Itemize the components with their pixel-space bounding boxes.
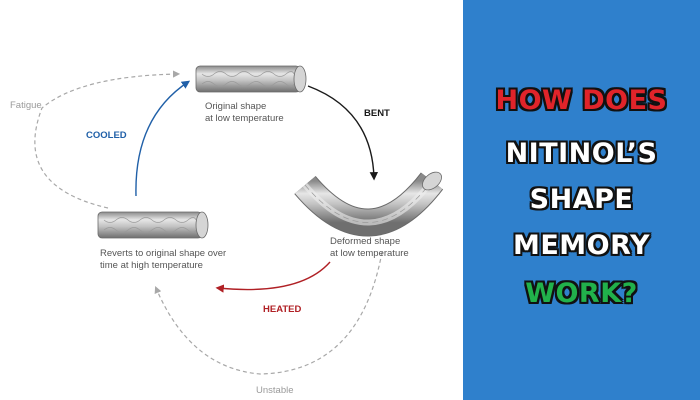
headline-line-3: SHAPE	[529, 184, 634, 215]
fatigue-arrow	[34, 70, 181, 209]
bent-label: BENT	[364, 108, 390, 119]
reverted-shape-label: Reverts to original shape over time at h…	[100, 248, 227, 271]
deformed-shape-rod	[294, 171, 444, 237]
shape-memory-cycle-diagram: Original shape at low temperature Deform…	[10, 65, 444, 396]
cycle-graphic	[34, 65, 444, 375]
heated-label: HEATED	[263, 304, 302, 315]
reverted-shape-rod	[97, 211, 209, 239]
headline-panel: HOW DOES NITINOL’S SHAPE MEMORY WORK?	[463, 0, 700, 400]
cooled-label: COOLED	[86, 130, 127, 141]
heated-arrow	[215, 261, 331, 293]
headline-line-2: NITINOL’S	[505, 138, 658, 169]
bent-arrow	[307, 85, 379, 181]
original-shape-rod	[195, 65, 307, 93]
original-shape-label: Original shape at low temperature	[205, 101, 284, 124]
headline-line-1: HOW DOES	[495, 85, 668, 116]
cooled-arrow	[135, 80, 191, 197]
unstable-label: Unstable	[256, 385, 294, 396]
unstable-arrow	[154, 251, 383, 375]
headline-line-5: WORK?	[525, 278, 638, 309]
fatigue-label: Fatigue	[10, 100, 42, 111]
headline-line-4: MEMORY	[513, 230, 650, 261]
deformed-shape-label: Deformed shape at low temperature	[330, 236, 409, 259]
